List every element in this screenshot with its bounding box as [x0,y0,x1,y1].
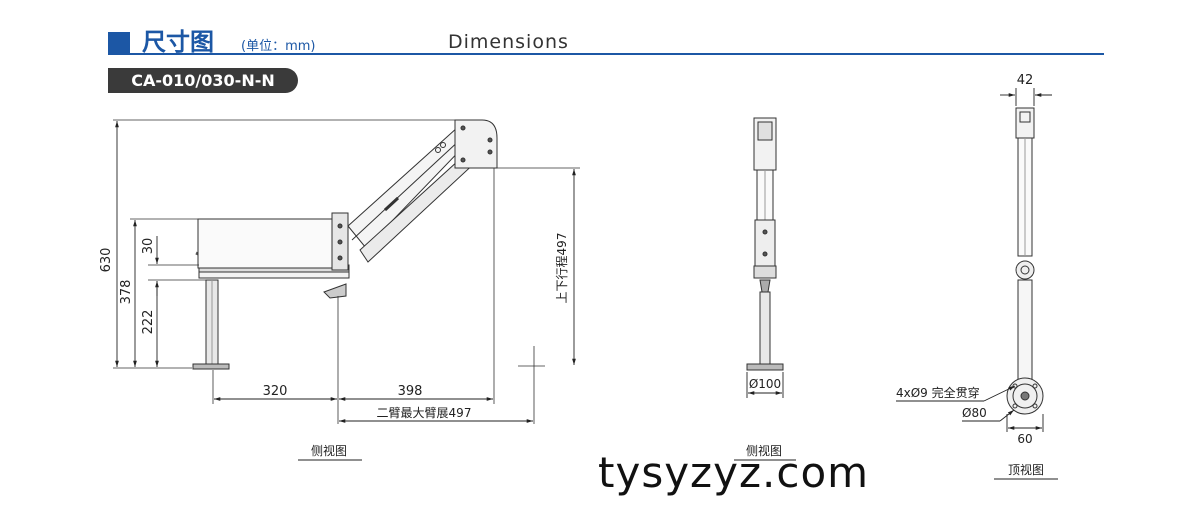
base-plate [192,363,230,370]
label-stroke: 上下行程497 [554,233,569,304]
front-clamp [753,265,777,279]
side-view-caption: 侧视图 [311,443,347,458]
arm-head [454,119,498,169]
label-398: 398 [398,384,423,399]
unit-label: (单位：mm) [241,39,316,54]
page-title: 尺寸图 [142,28,214,56]
label-holes: 4xØ9 完全贯穿 [896,385,980,400]
label-42: 42 [1017,73,1034,88]
label-378: 378 [119,280,134,305]
label-pcd: Ø80 [962,406,987,420]
header-rule [108,53,1104,55]
label-base-dia: Ø100 [749,377,781,391]
label-30: 30 [141,238,156,255]
first-arm [197,218,333,269]
label-630: 630 [99,248,114,273]
top-view [1006,107,1044,415]
table-lower [198,271,350,279]
front-column [759,291,771,367]
label-60: 60 [1017,432,1032,446]
front-view-caption: 侧视图 [746,443,782,458]
side-view [113,119,580,424]
top-pivot [1015,260,1035,280]
watermark: tysyzyz.com [598,448,870,497]
header-accent-square [108,32,130,54]
model-badge: CA-010/030-N-N [108,68,298,93]
tool-holder [323,283,347,299]
label-320: 320 [263,384,288,399]
english-title: Dimensions [448,31,569,53]
front-joint [754,219,776,267]
label-222: 222 [141,310,156,335]
dim-holes [983,385,1016,402]
front-view [746,117,784,371]
label-max-reach: 二臂最大臂展497 [377,406,472,420]
front-base [746,363,784,371]
top-view-caption: 顶视图 [1008,462,1044,477]
top-beam [1017,279,1033,381]
